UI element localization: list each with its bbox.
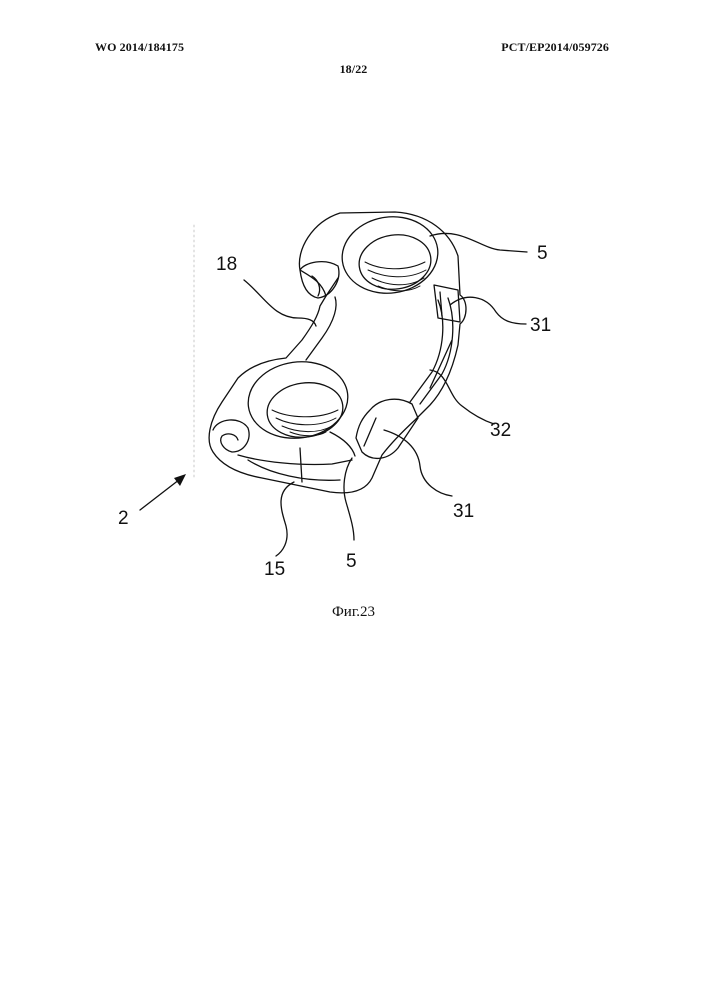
ref-top-hole: 5: [537, 243, 548, 264]
ref-web: 18: [216, 254, 237, 275]
side-wall-lines: [410, 298, 453, 404]
nut-body-outline: [209, 212, 466, 493]
top-face-edge: [306, 278, 338, 360]
upper-hole-rim: [337, 211, 443, 300]
ref-bottom-tab: 31: [453, 501, 474, 522]
ref-edge: 15: [264, 559, 285, 580]
upper-side-tab: [434, 285, 460, 322]
upper-hole-threads: [365, 262, 426, 291]
ref-assembly: 2: [118, 508, 129, 529]
lower-notch-curve: [330, 432, 355, 456]
leader-top-hole: [430, 233, 527, 252]
ref-side: 32: [490, 420, 511, 441]
leader-edge: [276, 482, 294, 556]
assembly-arrow-head: [174, 474, 186, 486]
lower-hole-inner: [264, 378, 347, 442]
lower-slot: [213, 420, 249, 452]
ref-top-tab: 31: [530, 315, 551, 336]
leader-bottom-hole: [344, 458, 354, 540]
figure-caption: Фиг.23: [0, 604, 707, 621]
ref-bottom-hole: 5: [346, 551, 357, 572]
leader-top-tab: [450, 297, 526, 324]
lower-hole-threads: [272, 410, 338, 436]
